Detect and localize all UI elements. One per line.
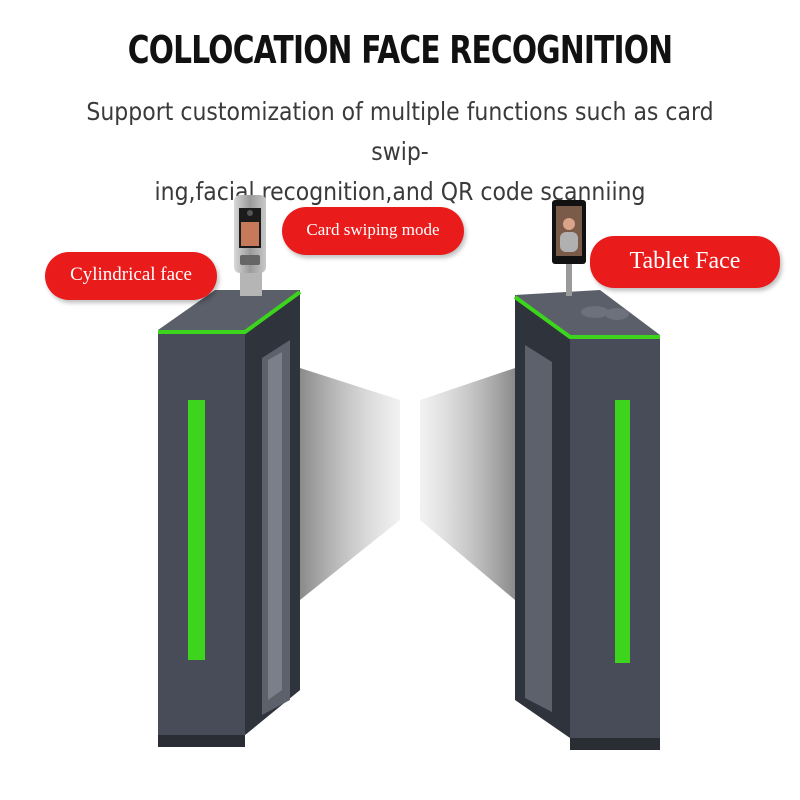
callout-cylindrical-face: Cylindrical face [45,252,217,300]
right-glass-flap [420,368,515,600]
left-led-strip [188,400,205,660]
cylindrical-face-terminal [234,195,266,296]
left-glass-flap [300,368,400,600]
tablet-face-terminal [552,200,586,296]
callout-tablet-face: Tablet Face [590,236,780,288]
subtitle-line-1: Support customization of multiple functi… [86,97,714,166]
callout-card-swiping: Card swiping mode [282,207,464,255]
left-led-trim [158,290,302,334]
page-title: COLLOCATION FACE RECOGNITION [127,28,673,72]
face-screen [241,222,259,246]
right-led-strip [615,400,630,663]
right-led-trim [513,295,660,339]
qr-reader [581,306,609,318]
right-turnstile-cabinet [513,290,660,750]
left-turnstile-cabinet [158,290,302,747]
